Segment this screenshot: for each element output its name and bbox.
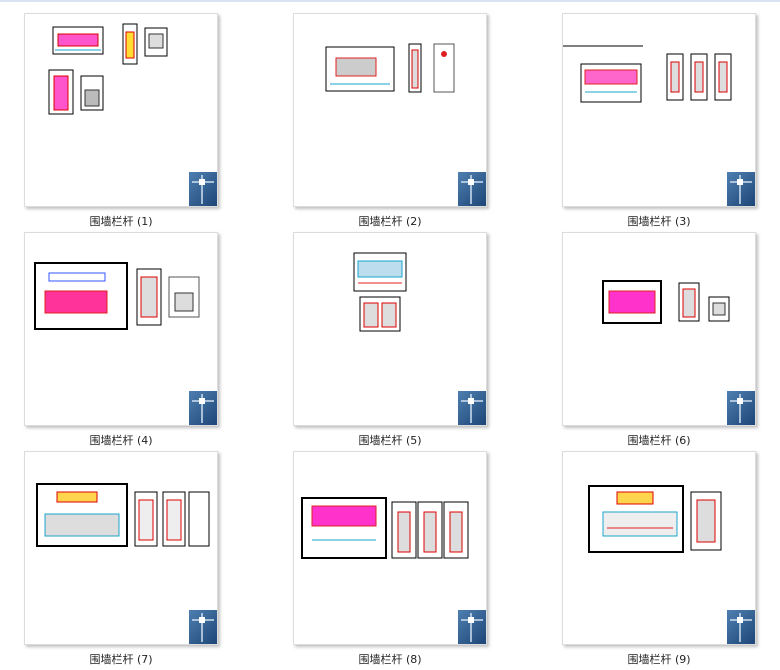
file-thumbnail [24,232,218,426]
file-name: 围墙栏杆 (9) [627,653,691,666]
file-thumbnail [562,13,756,207]
file-item[interactable]: 围墙栏杆 (8) [293,451,493,666]
file-item[interactable]: 围墙栏杆 (2) [293,13,493,228]
file-thumbnail [562,232,756,426]
cad-file-icon [727,610,755,644]
file-thumbnail [293,451,487,645]
file-item[interactable]: 围墙栏杆 (6) [562,232,762,447]
file-item[interactable]: 围墙栏杆 (1) [24,13,224,228]
cad-file-icon [189,172,217,206]
file-name: 围墙栏杆 (8) [358,653,422,666]
file-thumbnail [293,232,487,426]
cad-file-icon [727,391,755,425]
cad-file-icon [458,172,486,206]
file-name: 围墙栏杆 (3) [627,215,691,228]
cad-file-icon [458,610,486,644]
file-name: 围墙栏杆 (6) [627,434,691,447]
file-name: 围墙栏杆 (4) [89,434,153,447]
cad-file-icon [189,610,217,644]
cad-file-icon [727,172,755,206]
file-thumbnail [562,451,756,645]
file-name: 围墙栏杆 (2) [358,215,422,228]
file-name: 围墙栏杆 (1) [89,215,153,228]
file-name: 围墙栏杆 (7) [89,653,153,666]
window-top-border [0,0,780,2]
file-thumbnail [24,451,218,645]
file-item[interactable]: 围墙栏杆 (4) [24,232,224,447]
cad-file-icon [458,391,486,425]
file-item[interactable]: 围墙栏杆 (3) [562,13,762,228]
cad-file-icon [189,391,217,425]
file-thumbnail [24,13,218,207]
file-item[interactable]: 围墙栏杆 (9) [562,451,762,666]
file-name: 围墙栏杆 (5) [358,434,422,447]
file-thumbnail [293,13,487,207]
file-item[interactable]: 围墙栏杆 (5) [293,232,493,447]
file-item[interactable]: 围墙栏杆 (7) [24,451,224,666]
